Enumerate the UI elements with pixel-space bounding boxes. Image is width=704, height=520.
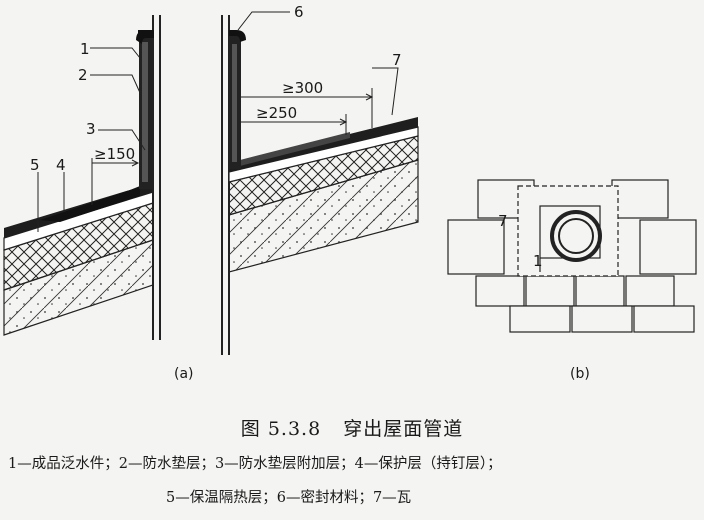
label-2: 2 bbox=[78, 66, 88, 84]
subfigure-b-label: (b) bbox=[570, 366, 590, 382]
figure-caption: 图 5.3.8 穿出屋面管道 bbox=[0, 414, 704, 441]
legend-line-2: 5—保温隔热层；6—密封材料；7—瓦 bbox=[166, 490, 412, 506]
label-6: 6 bbox=[294, 3, 304, 21]
legend-line-1: 1—成品泛水件；2—防水垫层；3—防水垫层附加层；4—保护层（持钉层）； bbox=[8, 456, 502, 472]
detail-b bbox=[447, 179, 697, 333]
label-b-7: 7 bbox=[498, 212, 508, 230]
detail-a-left bbox=[3, 15, 161, 340]
dimension-250: ≥250 bbox=[256, 104, 297, 122]
figure-number: 图 5.3.8 bbox=[240, 418, 322, 440]
subfigure-a-label: (a) bbox=[174, 366, 194, 382]
flashing-base-left bbox=[40, 186, 140, 222]
label-b-1: 1 bbox=[533, 252, 543, 270]
label-5: 5 bbox=[30, 156, 40, 174]
label-1: 1 bbox=[80, 40, 90, 58]
label-4: 4 bbox=[56, 156, 66, 174]
dimension-150: ≥150 bbox=[94, 145, 135, 163]
construction-diagram: 1 2 3 5 4 ≥150 6 7 ≥300 ≥250 (a) 7 1 (b) bbox=[3, 3, 697, 382]
label-3: 3 bbox=[86, 120, 96, 138]
label-7: 7 bbox=[392, 51, 402, 69]
dimension-300: ≥300 bbox=[282, 79, 323, 97]
detail-a-right bbox=[221, 11, 419, 355]
figure-title: 穿出屋面管道 bbox=[343, 418, 464, 440]
